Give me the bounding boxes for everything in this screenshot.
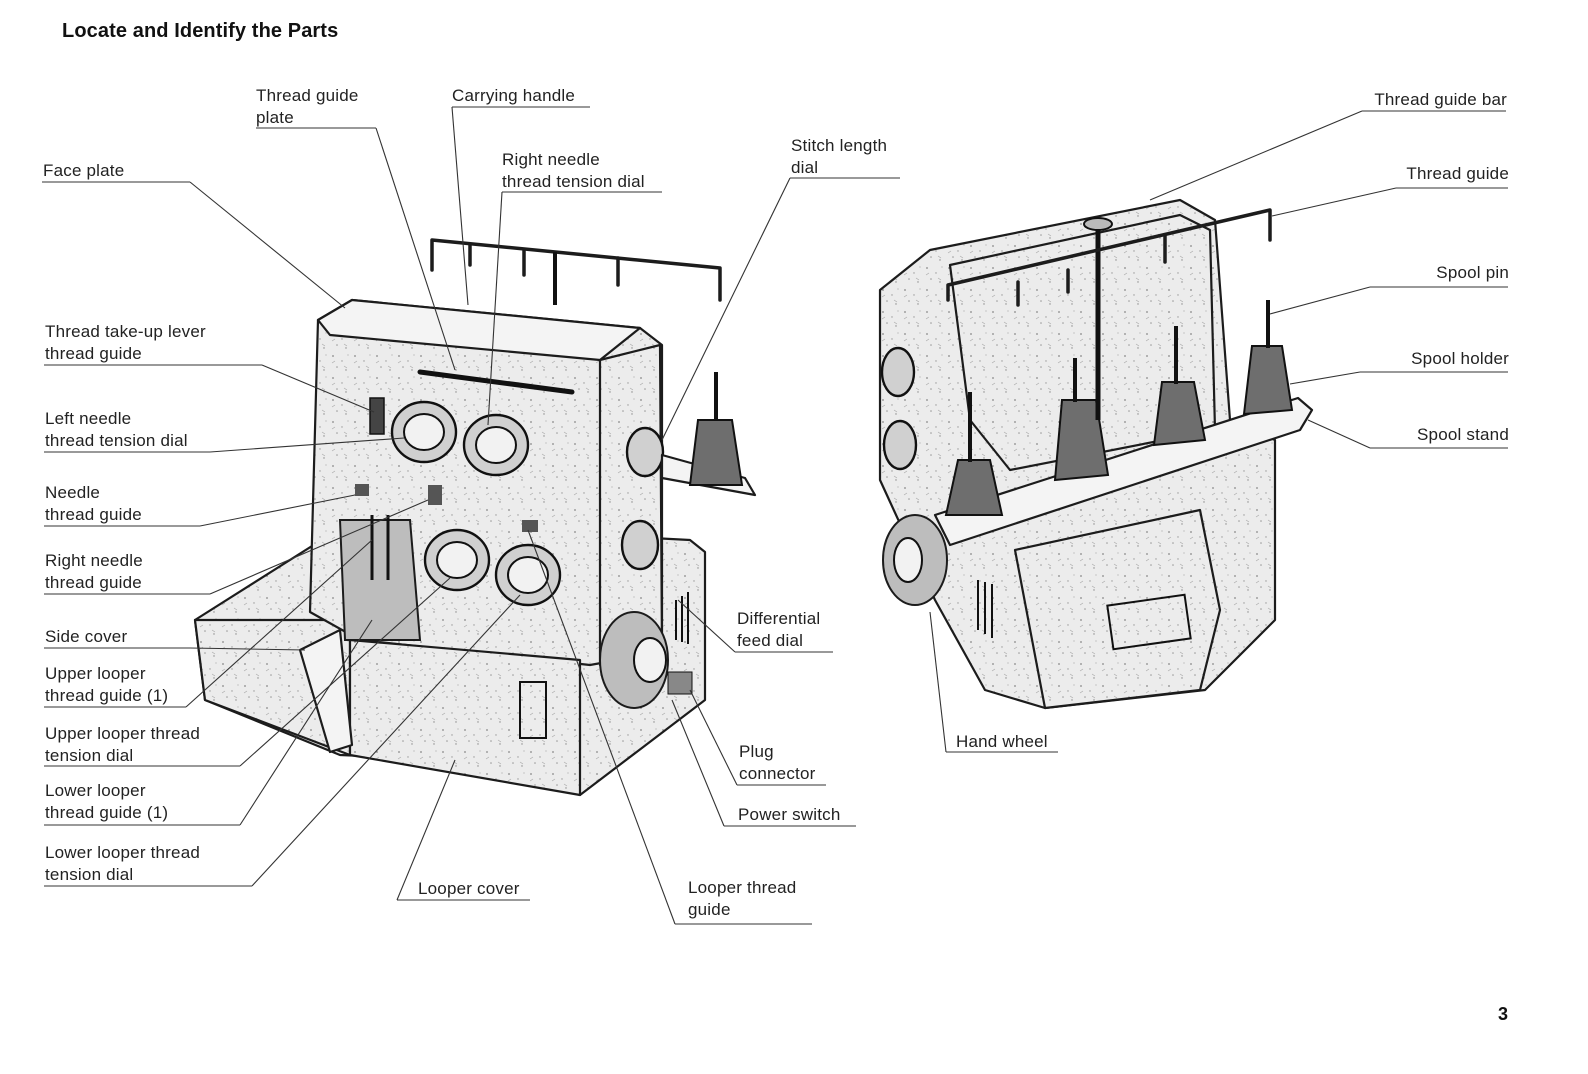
- label-spool-holder: Spool holder: [1411, 349, 1509, 368]
- label-side-cover: Side cover: [45, 627, 128, 646]
- label-spool-stand: Spool stand: [1417, 425, 1509, 444]
- leader-lines: [42, 106, 1508, 925]
- label-looper-cover: Looper cover: [418, 879, 520, 898]
- label-thread-guide: Thread guide: [1406, 164, 1509, 183]
- label-carrying-handle: Carrying handle: [452, 86, 576, 105]
- label-power-switch: Power switch: [738, 805, 841, 824]
- page-number: 3: [1498, 1004, 1509, 1024]
- label-spool-pin: Spool pin: [1436, 263, 1509, 282]
- tension-dials: [390, 400, 562, 607]
- label-hand-wheel: Hand wheel: [956, 732, 1048, 751]
- label-face-plate: Face plate: [43, 161, 125, 180]
- page-title: Locate and Identify the Parts: [62, 20, 339, 42]
- serger-rear-view: [878, 198, 1314, 710]
- label-thread-guide-bar: Thread guide bar: [1374, 90, 1507, 109]
- serger-front-view: [193, 238, 757, 797]
